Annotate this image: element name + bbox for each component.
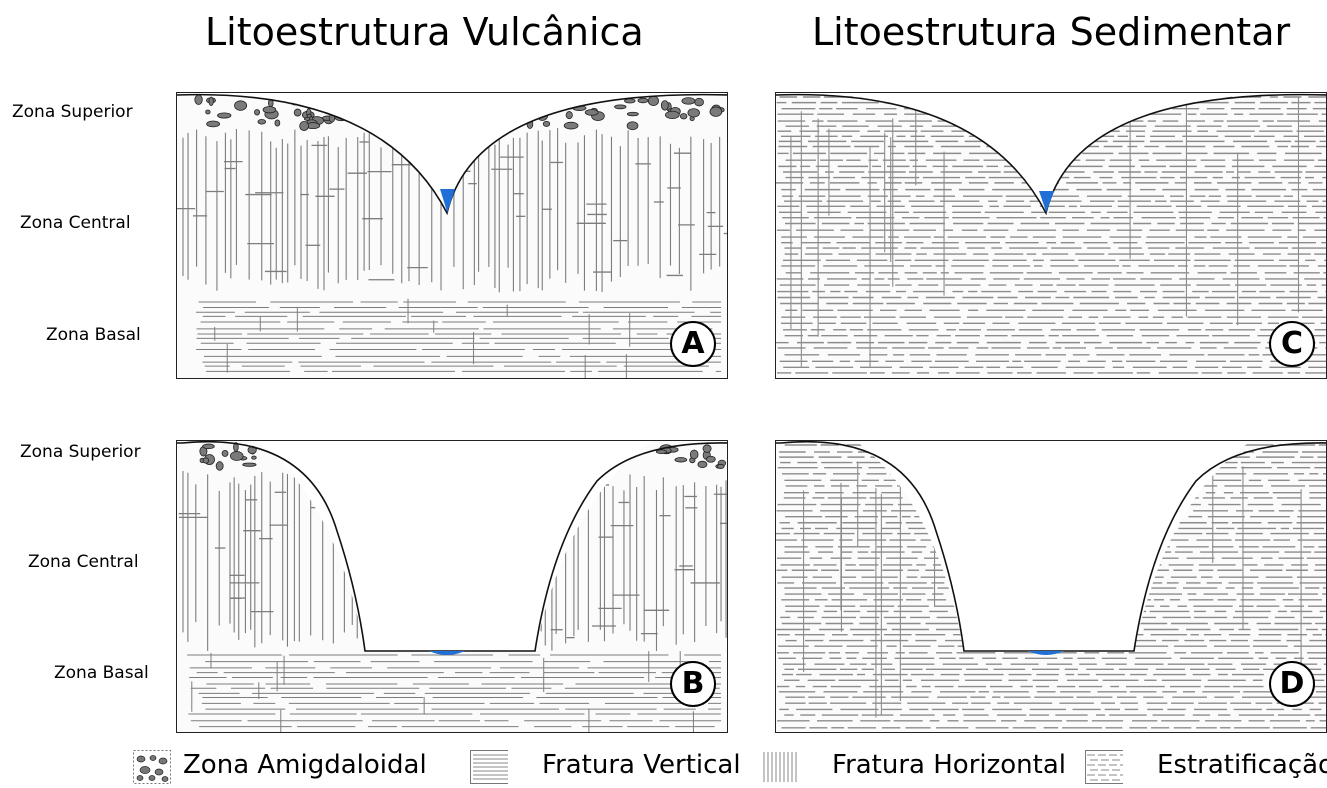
zone-label-basal: Zona Basal [54,663,149,683]
panel-c-drawing [776,93,1326,374]
panel-d-drawing [776,441,1326,729]
panel-d-sedimentary-u-valley: D [775,440,1327,733]
legend-label: Zona Amigdaloidal [183,750,427,780]
legend-label: Estratificação [1157,750,1327,780]
panel-label-d: D [1269,661,1315,707]
zone-label-central: Zona Central [20,213,131,233]
panel-a-volcanic-v-valley: A [176,92,728,379]
legend-label: Fratura Horizontal [832,750,1066,780]
zone-label-basal: Zona Basal [46,325,141,345]
water-channel [1028,651,1064,655]
panel-a-drawing [177,93,727,378]
zone-label-superior: Zona Superior [12,102,133,122]
water-channel [429,651,465,655]
legend-label: Fratura Vertical [542,750,741,780]
title-sedimentary: Litoestrutura Sedimentar [812,10,1291,54]
zone-label-central: Zona Central [28,552,139,572]
water-channel [1039,191,1054,213]
water-channel [440,189,455,213]
panel-c-sedimentary-v-valley: C [775,92,1327,379]
panel-b-drawing [177,441,727,732]
dashed-lines-pattern-icon [1085,750,1123,784]
vertical-lines-pattern-icon [760,750,798,784]
panel-label-c: C [1269,321,1315,367]
amygdaloid-pattern-icon [133,750,171,784]
panel-label-b: B [670,661,716,707]
zone-label-superior: Zona Superior [20,442,141,462]
panel-b-volcanic-u-valley: B [176,440,728,733]
title-volcanic: Litoestrutura Vulcânica [205,10,644,54]
panel-label-a: A [670,321,716,367]
horizontal-lines-pattern-icon [470,750,508,784]
